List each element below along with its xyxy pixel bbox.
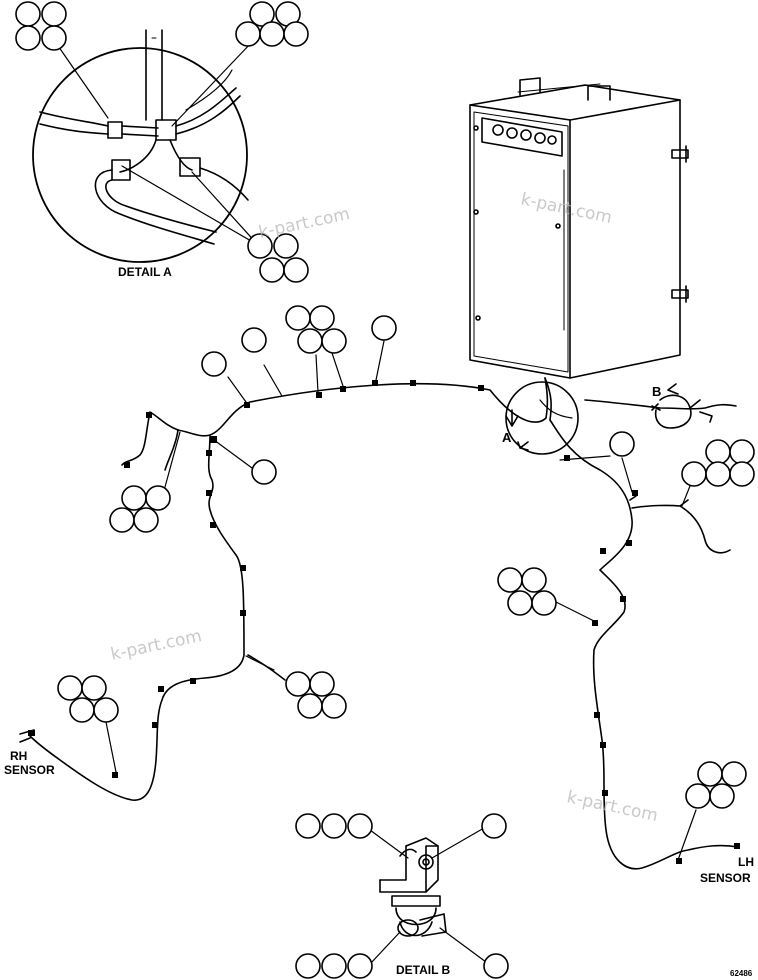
view-a-letter: A bbox=[502, 430, 512, 445]
detail-b-label: DETAIL B bbox=[396, 963, 451, 977]
rh-sensor-label-line2: SENSOR bbox=[4, 763, 55, 777]
watermark-1: k-part.com bbox=[257, 204, 352, 243]
main-harness bbox=[19, 377, 739, 870]
watermark-2: k-part.com bbox=[519, 189, 614, 228]
watermark-3: k-part.com bbox=[109, 626, 204, 665]
view-b-letter: B bbox=[652, 384, 661, 399]
rh-sensor-label-line1: RH bbox=[10, 749, 27, 763]
callout-bubbles bbox=[15, 1, 755, 979]
detail-a-marker bbox=[505, 381, 579, 455]
leader-lines bbox=[53, 39, 697, 965]
figure-number: 62486 bbox=[730, 969, 753, 978]
lh-sensor-label-line2: SENSOR bbox=[700, 871, 751, 885]
watermarks: k-part.com k-part.com k-part.com k-part.… bbox=[109, 189, 660, 826]
control-box bbox=[469, 77, 689, 379]
detail-b-view bbox=[379, 837, 447, 937]
lh-sensor-label-line1: LH bbox=[738, 855, 754, 869]
detail-a-view bbox=[32, 29, 249, 263]
watermark-4: k-part.com bbox=[565, 787, 660, 826]
harness-clips bbox=[28, 380, 740, 864]
detail-b-marker bbox=[651, 383, 713, 429]
detail-a-label: DETAIL A bbox=[118, 265, 172, 279]
